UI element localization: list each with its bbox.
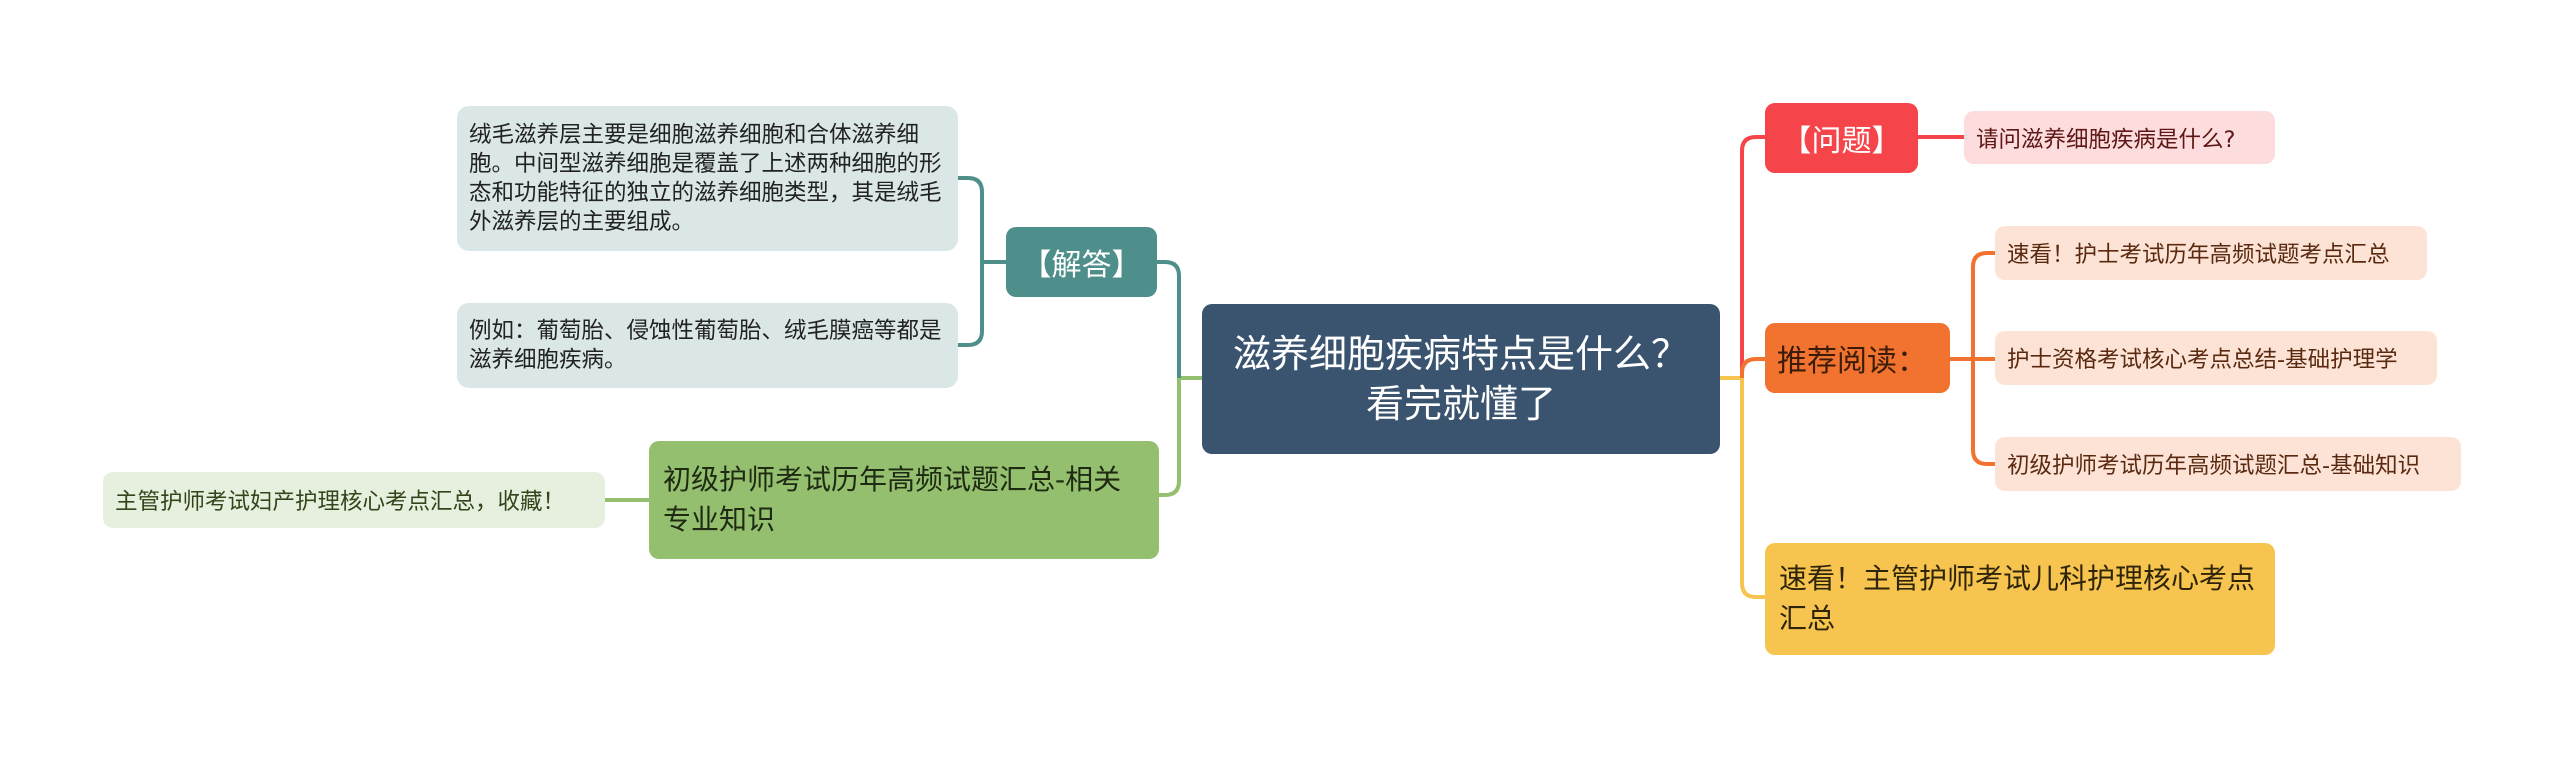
- branch-pediatric-nursing-label: 速看！主管护师考试儿科护理核心考点汇总: [1779, 562, 2256, 635]
- related-leaf[interactable]: 主管护师考试妇产护理核心考点汇总，收藏！: [103, 472, 605, 528]
- reading-leaf-1[interactable]: 速看！护士考试历年高频试题考点汇总: [1995, 226, 2427, 280]
- answer-detail-2-text: 例如：葡萄胎、侵蚀性葡萄胎、绒毛膜癌等都是滋养细胞疾病。: [469, 317, 942, 373]
- reading-leaf-2-text: 护士资格考试核心考点总结-基础护理学: [2007, 347, 2398, 373]
- answer-detail-1-text: 绒毛滋养层主要是细胞滋养细胞和合体滋养细胞。中间型滋养细胞是覆盖了上述两种细胞的…: [469, 121, 942, 235]
- reading-leaf-1-text: 速看！护士考试历年高频试题考点汇总: [2007, 242, 2390, 268]
- branch-recommended-reading-label: 推荐阅读：: [1777, 344, 1927, 379]
- reading-leaf-3[interactable]: 初级护师考试历年高频试题汇总-基础知识: [1995, 437, 2461, 491]
- reading-leaf-2[interactable]: 护士资格考试核心考点总结-基础护理学: [1995, 331, 2437, 385]
- related-leaf-text: 主管护师考试妇产护理核心考点汇总，收藏！: [115, 489, 566, 515]
- branch-related-knowledge-label: 初级护师考试历年高频试题汇总-相关专业知识: [663, 463, 1122, 536]
- branch-pediatric-nursing[interactable]: 速看！主管护师考试儿科护理核心考点汇总: [1765, 543, 2275, 655]
- branch-answer[interactable]: 【解答】: [1006, 227, 1157, 297]
- branch-related-knowledge[interactable]: 初级护师考试历年高频试题汇总-相关专业知识: [649, 441, 1159, 559]
- question-leaf-text: 请问滋养细胞疾病是什么?: [1976, 126, 2236, 153]
- branch-recommended-reading[interactable]: 推荐阅读：: [1765, 323, 1950, 393]
- branch-answer-label: 【解答】: [1021, 248, 1142, 283]
- reading-leaf-3-text: 初级护师考试历年高频试题汇总-基础知识: [2007, 453, 2421, 479]
- central-topic-text: 滋养细胞疾病特点是什么？看完就懂了: [1232, 332, 1689, 426]
- branch-question[interactable]: 【问题】: [1765, 103, 1918, 173]
- answer-detail-2[interactable]: 例如：葡萄胎、侵蚀性葡萄胎、绒毛膜癌等都是滋养细胞疾病。: [457, 303, 958, 388]
- branch-question-label: 【问题】: [1781, 124, 1902, 159]
- answer-detail-1[interactable]: 绒毛滋养层主要是细胞滋养细胞和合体滋养细胞。中间型滋养细胞是覆盖了上述两种细胞的…: [457, 106, 958, 251]
- question-leaf[interactable]: 请问滋养细胞疾病是什么?: [1964, 111, 2275, 164]
- central-topic[interactable]: 滋养细胞疾病特点是什么？看完就懂了: [1202, 304, 1720, 454]
